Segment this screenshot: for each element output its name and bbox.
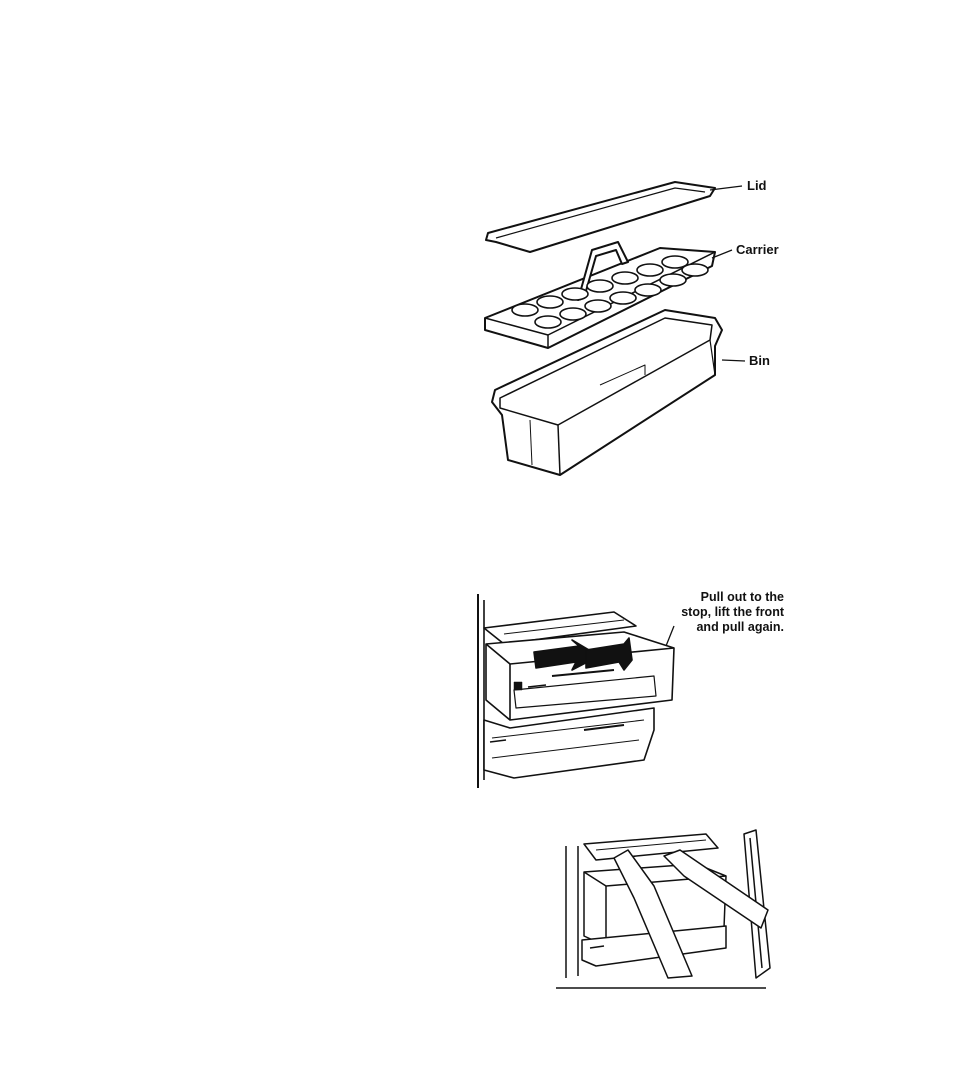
drawer-hands-figure: [556, 828, 776, 990]
lid-part: [486, 182, 715, 252]
egg-bin-illustration: [470, 170, 770, 490]
instruction-line-3: and pull again.: [624, 620, 784, 635]
instruction-line-1: Pull out to the: [624, 590, 784, 605]
drawer-hands-illustration: [556, 828, 776, 990]
lid-callout: Lid: [747, 178, 767, 193]
instruction-line-2: stop, lift the front: [624, 605, 784, 620]
drawer-removal-figure: Pull out to the stop, lift the front and…: [474, 590, 784, 790]
carrier-callout: Carrier: [736, 242, 779, 257]
bin-callout: Bin: [749, 353, 770, 368]
egg-bin-figure: Lid Carrier Bin: [470, 170, 770, 490]
drawer-instruction: Pull out to the stop, lift the front and…: [624, 590, 784, 635]
